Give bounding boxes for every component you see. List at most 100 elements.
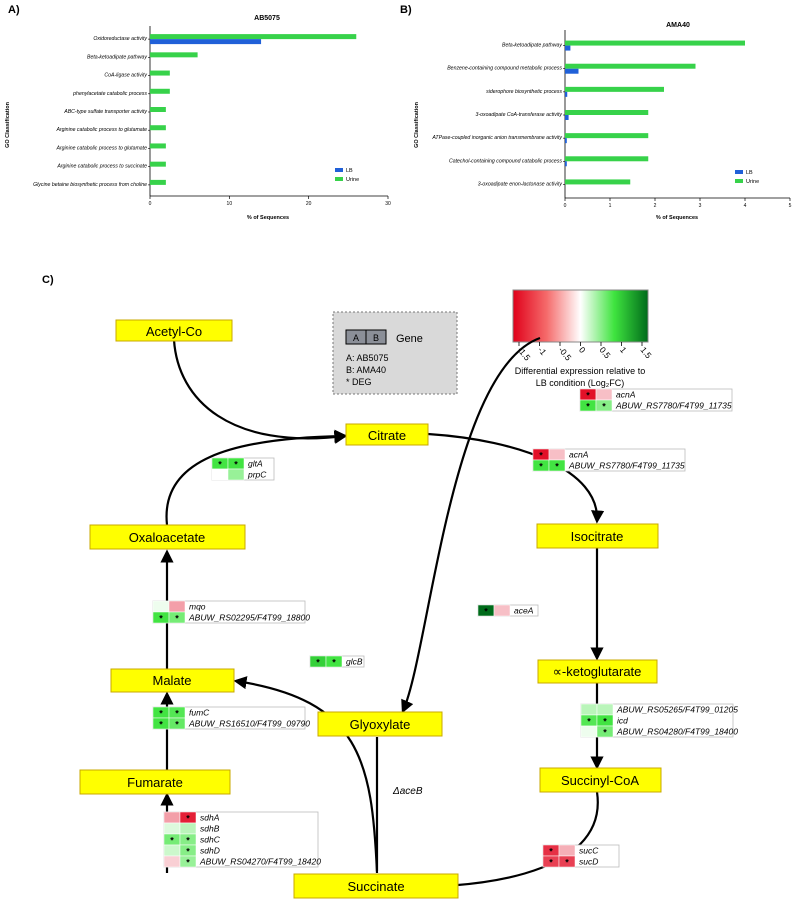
heat-cell-b bbox=[179, 822, 197, 835]
x-tick-label: 2 bbox=[654, 203, 657, 209]
gene-heatmaps: **gltAprpC*acnA**ABUW_RS7780/F4T99_11735… bbox=[152, 388, 738, 868]
arrow-isocitrate-to-glyoxylate bbox=[401, 336, 541, 714]
gene-table: *acnA**ABUW_RS7780/F4T99_11735 bbox=[579, 388, 733, 412]
color-scale-tick-label: 1.5 bbox=[638, 345, 653, 361]
bar-urine bbox=[565, 179, 631, 185]
deg-marker-b: * bbox=[175, 720, 179, 730]
color-scale-tick-label: -0.5 bbox=[556, 345, 573, 363]
gene-name: prpC bbox=[247, 470, 267, 480]
node-box bbox=[89, 524, 246, 550]
key-line-deg: * DEG bbox=[346, 377, 372, 387]
node-box bbox=[539, 767, 662, 793]
panel-label-c: C) bbox=[42, 274, 54, 286]
bar-urine bbox=[565, 40, 745, 46]
deg-marker-b: * bbox=[186, 847, 190, 857]
deg-marker-b: * bbox=[565, 858, 569, 868]
node-isocitrate: Isocitrate bbox=[536, 523, 659, 549]
heat-cell-a bbox=[211, 468, 229, 481]
bar-lb bbox=[150, 39, 262, 45]
panel-label-a: A) bbox=[8, 4, 20, 16]
chart-title: AB5075 bbox=[254, 15, 280, 22]
node-citrate: Citrate bbox=[345, 423, 429, 446]
node-label: Acetyl-Co bbox=[146, 324, 202, 339]
deg-marker-a: * bbox=[586, 391, 590, 401]
bar-lb bbox=[565, 45, 571, 51]
x-tick-label: 0 bbox=[149, 201, 152, 207]
key-box-background bbox=[332, 311, 458, 395]
node-ketoglutarate: ∝-ketoglutarate bbox=[537, 659, 658, 684]
gene-name: mqo bbox=[189, 602, 206, 612]
gene-name: ABUW_RS7780/F4T99_11735 bbox=[615, 401, 732, 411]
bar-lb bbox=[565, 115, 569, 120]
node-box bbox=[345, 423, 429, 446]
node-oxaloacetate: Oxaloacetate bbox=[89, 524, 246, 550]
legend-swatch-urine bbox=[335, 177, 343, 181]
node-acetyl-coa: Acetyl-Co bbox=[115, 319, 233, 342]
gene-name: aceA bbox=[514, 606, 534, 616]
gene-table: *sdhAsdhB**sdhC*sdhD*ABUW_RS04270/F4T99_… bbox=[163, 811, 321, 868]
category-label: Arginine catabolic process to succinate bbox=[56, 164, 147, 170]
category-label: ABC-type sulfate transporter activity bbox=[63, 109, 147, 115]
deg-marker-b: * bbox=[175, 709, 179, 719]
gene-name: ABUW_RS16510/F4T99_09790 bbox=[188, 719, 310, 729]
legend-swatch-lb bbox=[335, 168, 343, 172]
heat-cell-b bbox=[558, 844, 576, 857]
gene-name: icd bbox=[617, 716, 628, 726]
node-box bbox=[293, 873, 459, 899]
node-malate: Malate bbox=[110, 668, 235, 693]
category-label: 3-oxoadipate enon-lactonase activity bbox=[478, 181, 563, 187]
heat-cell-a bbox=[152, 600, 170, 613]
gene-table: *acnA**ABUW_RS7780/F4T99_11735 bbox=[532, 448, 686, 472]
x-tick-label: 1 bbox=[609, 203, 612, 209]
heat-cell-b bbox=[168, 611, 186, 624]
key-cell-b-label: B bbox=[373, 333, 379, 343]
node-box bbox=[317, 711, 443, 737]
category-label: Glycine betaine biosynthetic process fro… bbox=[33, 182, 147, 188]
bar-urine bbox=[150, 143, 166, 149]
heat-cell-b bbox=[596, 725, 614, 738]
deg-marker-a: * bbox=[159, 720, 163, 730]
deg-marker-a: * bbox=[170, 836, 174, 846]
key-cell-b bbox=[365, 329, 387, 345]
deg-marker-b: * bbox=[332, 658, 336, 668]
node-fumarate: Fumarate bbox=[79, 769, 231, 795]
bar-urine bbox=[150, 70, 170, 76]
x-tick-label: 10 bbox=[227, 201, 233, 207]
node-label: Glyoxylate bbox=[350, 717, 411, 732]
deg-marker-a: * bbox=[539, 451, 543, 461]
gene-table: *sucC**sucD bbox=[542, 844, 620, 868]
panel-label-b: B) bbox=[400, 4, 412, 16]
gene-name: sdhA bbox=[200, 813, 220, 823]
bar-lb bbox=[565, 91, 568, 97]
key-gene-label: Gene bbox=[396, 333, 423, 345]
category-label: Oxidoreductase activity bbox=[93, 36, 147, 42]
node-box bbox=[115, 319, 233, 342]
deg-marker-a: * bbox=[587, 717, 591, 727]
category-label: phenylacetate catabolic process bbox=[72, 91, 147, 97]
category-label: siderophore biosynthetic process bbox=[486, 89, 562, 95]
deletion-label: ΔaceB bbox=[392, 786, 423, 797]
heat-cell-b bbox=[493, 604, 511, 617]
key-line-a: A: AB5075 bbox=[346, 353, 389, 363]
category-label: Catechol-containing compound catabolic p… bbox=[449, 158, 562, 164]
node-glyoxylate: Glyoxylate bbox=[317, 711, 443, 737]
node-label: Malate bbox=[152, 673, 191, 688]
gene-name: sucC bbox=[579, 846, 599, 856]
legend-label-lb: LB bbox=[746, 170, 753, 176]
heat-cell-a bbox=[580, 725, 598, 738]
gene-name: ABUW_RS7780/F4T99_11735 bbox=[568, 461, 685, 471]
color-scale-tick-label: 0 bbox=[577, 345, 588, 355]
heat-cell-b bbox=[168, 717, 186, 730]
arrow-acetyl-to-citrate bbox=[172, 339, 348, 444]
heat-cell-b bbox=[595, 388, 613, 401]
gene-table: ABUW_RS05265/F4T99_01205**icd*ABUW_RS042… bbox=[580, 703, 738, 738]
legend-label-lb: LB bbox=[346, 168, 353, 174]
deg-marker-a: * bbox=[586, 402, 590, 412]
x-axis-label: % of Sequences bbox=[247, 215, 289, 221]
deg-marker-b: * bbox=[234, 460, 238, 470]
gene-name: ABUW_RS04270/F4T99_18420 bbox=[199, 857, 321, 867]
color-scale-tick-label: 0.5 bbox=[597, 345, 612, 361]
bar-lb bbox=[565, 68, 579, 74]
